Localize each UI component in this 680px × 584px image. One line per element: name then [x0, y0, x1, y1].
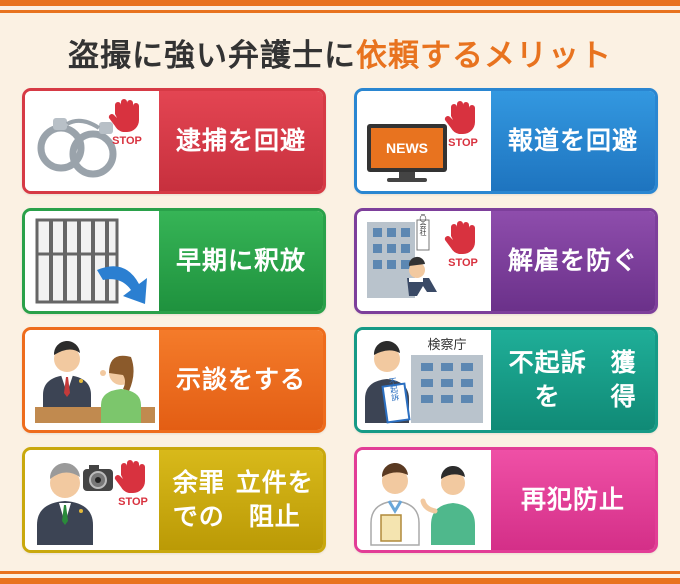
stop-label: STOP — [448, 137, 478, 149]
benefit-card-settlement: 示談をする — [22, 327, 326, 433]
news-tv-stop-icon: NEWS STOP — [357, 91, 491, 191]
office-sign: 検察庁 — [427, 338, 466, 353]
benefit-card-prevent-reoffending: 再犯防止 — [354, 447, 658, 553]
benefit-label: 不起訴を獲得 — [491, 330, 655, 430]
benefit-card-early-release: 早期に釈放 — [22, 208, 326, 314]
company-sign: 〇〇会社 — [419, 214, 427, 237]
title-prefix: 盗撮に強い弁護士に — [68, 38, 356, 74]
benefit-card-prevent-dismissal: 〇〇会社 STOP 解雇を防ぐ — [354, 208, 658, 314]
counseling-icon — [357, 450, 491, 550]
benefit-label: 報道を回避 — [491, 91, 655, 191]
bottom-stripe-thin — [0, 571, 680, 574]
stop-label: STOP — [112, 135, 142, 147]
benefit-label: 解雇を防ぐ — [491, 211, 655, 311]
top-stripe — [0, 0, 680, 6]
camera-lawyer-stop-icon: STOP — [25, 450, 159, 550]
stop-label: STOP — [448, 257, 478, 269]
settlement-talk-icon — [25, 330, 159, 430]
benefit-label: 再犯防止 — [491, 450, 655, 550]
top-stripe-thin — [0, 10, 680, 13]
bottom-stripe — [0, 578, 680, 584]
benefit-label: 早期に釈放 — [159, 211, 323, 311]
benefit-card-avoid-arrest: STOP 逮捕を回避 — [22, 88, 326, 194]
benefit-card-block-other-charges: STOP 余罪での立件を阻止 — [22, 447, 326, 553]
stop-label: STOP — [118, 496, 148, 508]
news-label: NEWS — [386, 140, 428, 156]
benefit-label: 逮捕を回避 — [159, 91, 323, 191]
benefit-label: 余罪での立件を阻止 — [159, 450, 323, 550]
company-dismissal-stop-icon: 〇〇会社 STOP — [357, 211, 491, 311]
handcuffs-stop-icon: STOP — [25, 91, 159, 191]
benefit-label: 示談をする — [159, 330, 323, 430]
prosecutor-office-icon: 検察庁 不起訴 — [357, 330, 491, 430]
benefit-card-non-prosecution: 検察庁 不起訴 不起訴を獲得 — [354, 327, 658, 433]
title-accent: 依頼するメリット — [356, 38, 612, 74]
document-text: 不起訴 — [388, 377, 400, 403]
benefit-card-avoid-reporting: NEWS STOP 報道を回避 — [354, 88, 658, 194]
jail-release-icon — [25, 211, 159, 311]
page-title: 盗撮に強い弁護士に依頼するメリット — [0, 30, 680, 75]
